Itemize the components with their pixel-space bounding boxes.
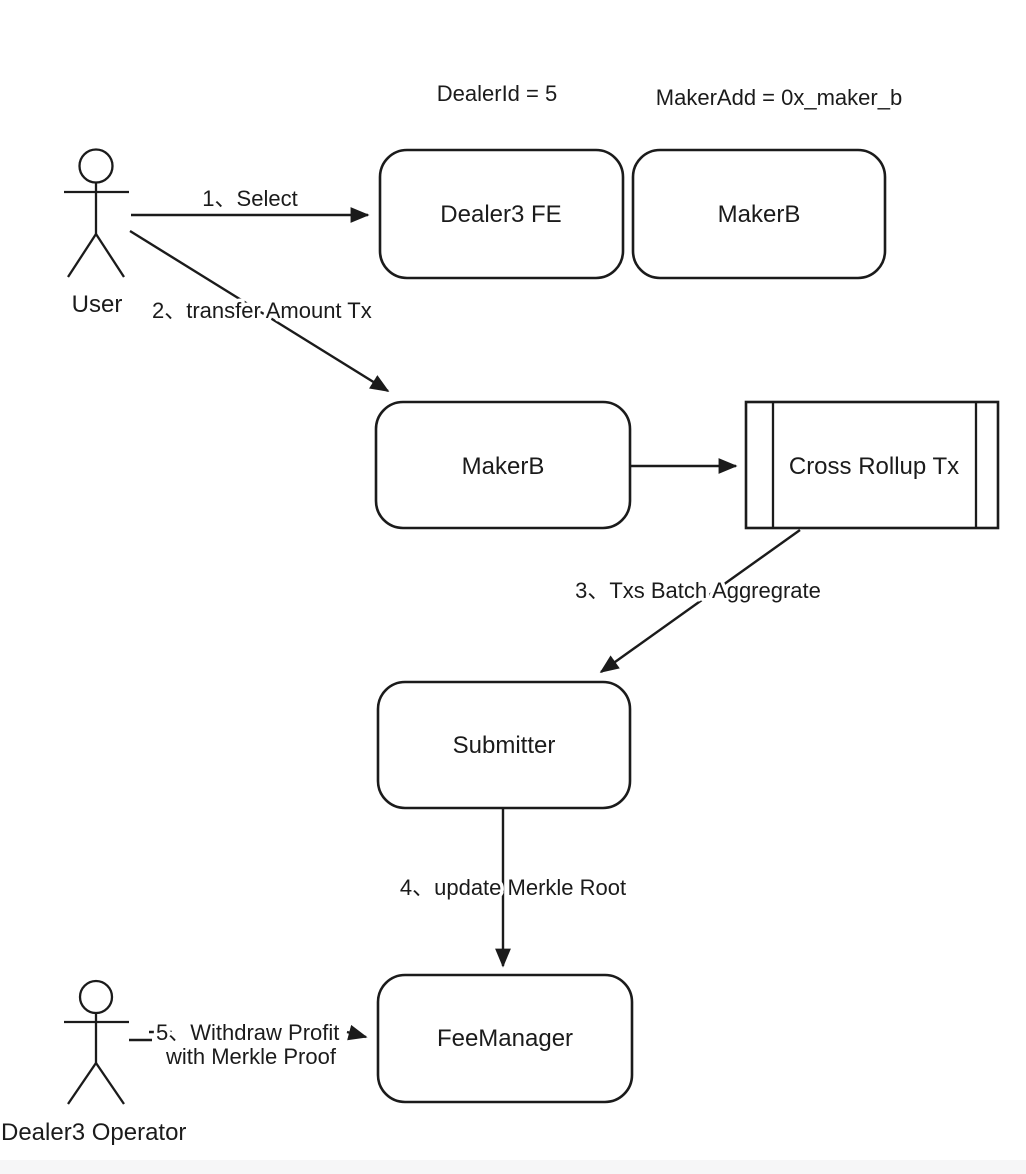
- edge-withdraw-arrow: [346, 1024, 368, 1041]
- actor-dealer3-operator: Dealer3 Operator: [1, 979, 186, 1146]
- edge-txs-batch-label: 3、Txs Batch Aggregrate: [575, 578, 821, 603]
- user-stick-figure-left-leg: [67, 233, 97, 278]
- dealer3-fe-label: Dealer3 FE: [440, 201, 561, 228]
- edge-select-label: 1、Select: [202, 186, 297, 211]
- edge-transfer-amount-arrow: [129, 229, 390, 393]
- operator-stick-figure-left-leg: [67, 1062, 97, 1105]
- fee-manager-label: FeeManager: [437, 1025, 573, 1052]
- edge-transfer-amount-label: 2、transfer Amount Tx: [152, 298, 372, 323]
- edge-txs-batch-arrow: [599, 529, 801, 673]
- cross-rollup-tx-label: Cross Rollup Tx: [789, 453, 959, 480]
- maker-b-top-box: [631, 148, 887, 280]
- edge-update-merkle-label: 4、update Merkle Root: [400, 875, 626, 900]
- edge-withdraw-profit: 5、Withdraw Profit with Merkle Proof: [129, 1017, 368, 1073]
- node-maker-b-mid: MakerB: [374, 400, 632, 530]
- fee-manager-box: [376, 973, 634, 1104]
- edge-withdraw-label-line2: with Merkle Proof: [165, 1044, 337, 1069]
- node-submitter: Submitter: [376, 680, 632, 810]
- dealer3-fe-box: [378, 148, 625, 280]
- maker-b-top-label: MakerB: [718, 201, 801, 228]
- edge-withdraw-label-line1: 5、Withdraw Profit: [156, 1020, 339, 1045]
- node-cross-rollup-tx: Cross Rollup Tx: [744, 400, 1000, 530]
- maker-b-mid-label: MakerB: [462, 453, 545, 480]
- actor-user-label: User: [72, 291, 123, 318]
- submitter-label: Submitter: [453, 732, 556, 759]
- maker-add-annotation: MakerAdd = 0x_maker_b: [656, 85, 902, 110]
- user-stick-figure-right-leg: [95, 233, 125, 278]
- node-dealer3-fe: Dealer3 FE: [378, 148, 625, 280]
- operator-stick-figure-right-leg: [95, 1062, 125, 1105]
- footer-strip: [0, 1160, 1026, 1174]
- node-maker-b-top: MakerB: [631, 148, 887, 280]
- actor-user: User: [64, 148, 129, 318]
- node-fee-manager: FeeManager: [376, 973, 634, 1104]
- cross-rollup-tx-box: [744, 400, 1000, 530]
- dealer-id-annotation: DealerId = 5: [437, 81, 557, 106]
- actor-dealer3-operator-label: Dealer3 Operator: [1, 1119, 186, 1146]
